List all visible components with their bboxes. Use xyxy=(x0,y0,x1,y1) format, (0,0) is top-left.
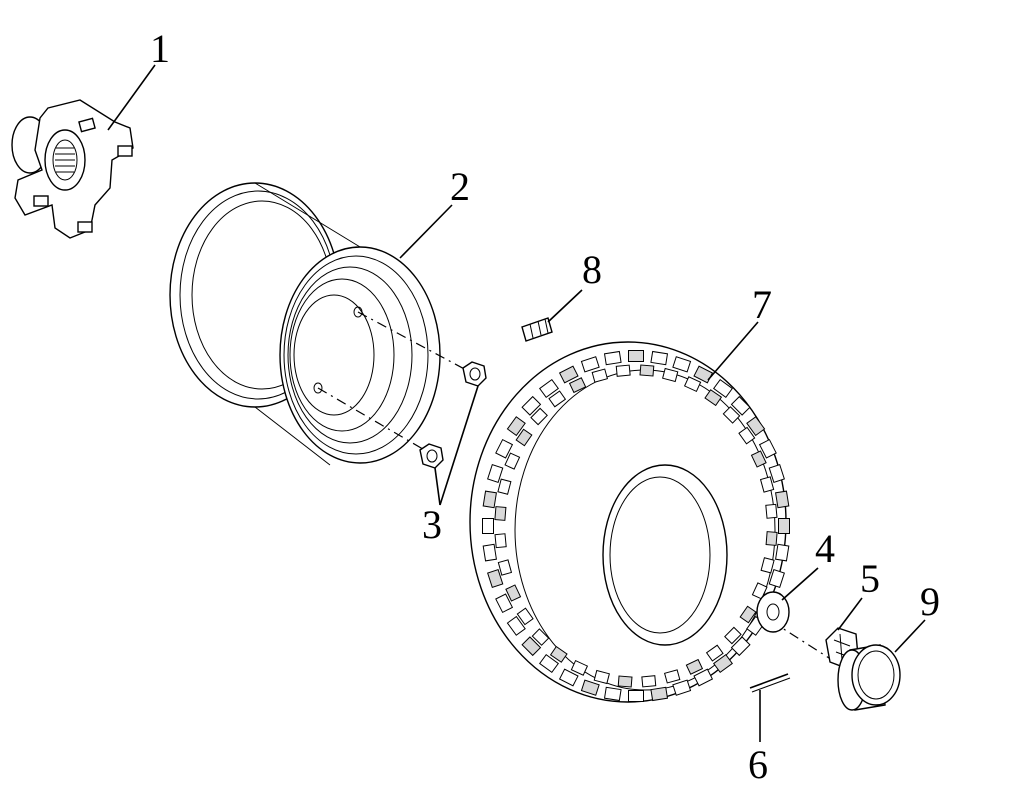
tread-block xyxy=(672,679,692,696)
tread-block xyxy=(628,690,644,702)
tread-block xyxy=(672,356,692,373)
tread-block xyxy=(591,368,609,383)
tread-block xyxy=(750,450,767,468)
tread-block xyxy=(759,476,775,493)
tread-block xyxy=(713,653,733,674)
tread-block xyxy=(641,675,657,688)
tread-block xyxy=(617,675,633,688)
tread-block xyxy=(713,378,733,399)
tread-block xyxy=(497,478,512,495)
callout-6: 6 xyxy=(748,742,768,787)
tread-block xyxy=(504,452,521,470)
tread-block xyxy=(760,557,775,574)
tread-block xyxy=(683,376,702,393)
tread-block xyxy=(730,395,751,416)
tread-block xyxy=(515,428,533,447)
hub-cap-icon xyxy=(837,644,901,711)
tread-block xyxy=(497,559,513,576)
tread-block xyxy=(531,628,550,646)
tread-block xyxy=(722,406,741,424)
tread-block xyxy=(765,503,778,519)
tread-block xyxy=(751,582,768,600)
tread-block xyxy=(530,407,548,426)
tread-block xyxy=(570,659,589,676)
tread-block xyxy=(580,356,600,373)
tire-icon xyxy=(469,341,790,703)
tire-tread-blocks xyxy=(482,350,790,702)
callout-9: 9 xyxy=(920,579,940,624)
tread-block xyxy=(558,668,579,687)
tread-block xyxy=(548,390,567,408)
tread-block xyxy=(487,569,504,588)
tread-block xyxy=(768,569,785,588)
tread-block xyxy=(724,626,742,645)
tread-block xyxy=(603,686,622,702)
valve-stem-icon xyxy=(521,317,553,342)
tread-block xyxy=(746,416,766,437)
tread-block xyxy=(482,490,497,509)
tread-block xyxy=(705,644,724,662)
tread-block xyxy=(758,438,777,459)
rim-icon xyxy=(169,182,441,466)
tread-block xyxy=(495,438,514,459)
callout-2: 2 xyxy=(450,164,470,209)
tread-block xyxy=(739,605,757,624)
tread-block xyxy=(549,645,568,663)
tread-block xyxy=(580,679,600,696)
tread-block xyxy=(603,350,622,366)
tread-block xyxy=(505,584,522,602)
tread-block xyxy=(539,378,559,399)
tread-block xyxy=(650,686,669,702)
lug-nut-icon xyxy=(419,361,487,469)
tread-block xyxy=(765,531,778,546)
tread-block xyxy=(663,669,681,684)
tread-block xyxy=(568,377,587,394)
tread-block xyxy=(778,518,790,534)
tread-block xyxy=(506,615,526,636)
tread-block xyxy=(738,426,756,445)
tread-block xyxy=(521,636,542,657)
tread-block xyxy=(662,367,679,383)
assembly-axis-lines xyxy=(317,311,841,666)
washer-icon xyxy=(756,591,790,633)
tread-block xyxy=(768,464,785,483)
tread-block xyxy=(494,533,507,549)
cotter-pin-icon xyxy=(749,673,791,693)
tread-block xyxy=(558,365,579,384)
tread-block xyxy=(506,416,526,437)
tread-block xyxy=(593,669,610,685)
leader-lines xyxy=(107,64,926,742)
callout-4: 4 xyxy=(815,526,835,571)
tread-block xyxy=(775,543,790,562)
callout-3: 3 xyxy=(422,502,442,547)
tread-block xyxy=(516,607,534,626)
tread-block xyxy=(704,389,723,407)
tread-block xyxy=(650,350,669,366)
tread-block xyxy=(482,543,497,562)
tread-block xyxy=(487,464,504,483)
tread-block xyxy=(730,636,751,657)
tread-block xyxy=(494,506,507,521)
tread-block xyxy=(693,668,714,687)
callout-8: 8 xyxy=(582,247,602,292)
tread-block xyxy=(539,653,559,674)
callout-labels: 1 2 3 4 5 6 7 8 9 xyxy=(150,26,940,787)
hub-icon xyxy=(11,99,134,239)
callout-1: 1 xyxy=(150,26,170,71)
tread-block xyxy=(628,350,644,362)
tread-block xyxy=(615,364,631,377)
tread-block xyxy=(639,364,655,377)
callout-5: 5 xyxy=(860,556,880,601)
callout-7: 7 xyxy=(752,282,772,327)
tread-block xyxy=(482,518,494,534)
tread-block xyxy=(775,490,790,509)
tread-block xyxy=(685,658,704,675)
tread-block xyxy=(495,593,514,614)
tread-block xyxy=(521,395,542,416)
